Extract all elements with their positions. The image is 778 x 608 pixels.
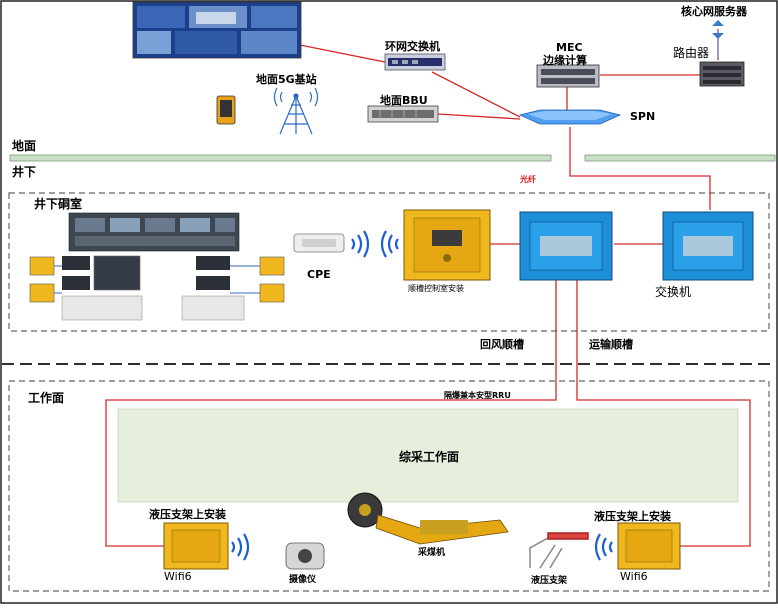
hydraulic-support-icon [529, 532, 589, 569]
blue-cabinet-right [662, 211, 754, 281]
base-station-label: 地面5G基站 [256, 73, 317, 86]
working-face-area [8, 380, 770, 592]
antenna-tower-icon [273, 87, 319, 135]
phone-terminal-icon [216, 95, 236, 125]
chamber-label: 井下硐室 [34, 197, 83, 211]
spn-label: SPN [630, 110, 656, 123]
rru-label: 隔爆兼本安型RRU [444, 391, 511, 400]
return-air-label: 回风顺槽 [480, 338, 524, 351]
switch-label: 交换机 [655, 285, 692, 299]
cpe-device-icon [293, 233, 345, 253]
hydraulic-label: 液压支架 [531, 576, 568, 586]
support-cabinet-right [617, 522, 681, 570]
shearer-icon [347, 492, 509, 545]
explosion-proof-cabinet-icon [403, 209, 491, 281]
monitor-screen-icon [132, 1, 302, 59]
working-face-label: 工作面 [28, 391, 65, 405]
blue-cabinet-left [519, 211, 613, 281]
support-install-right-label: 液压支架上安装 [594, 510, 671, 523]
router-label: 路由器 [673, 46, 710, 60]
underground-label: 井下 [12, 165, 37, 179]
camera-label: 摄像仪 [289, 575, 317, 585]
support-cabinet-left [163, 522, 229, 570]
camera-icon [285, 542, 325, 570]
fully-mech-label: 综采工作面 [399, 450, 460, 464]
spn-switch-icon [518, 109, 622, 125]
router-arrow-icon [712, 20, 724, 39]
trough-install-label: 顺槽控制室安装 [408, 284, 464, 293]
ground-bar-right [584, 154, 776, 162]
ground-bar-left [9, 154, 552, 162]
bbu-label: 地面BBU [380, 94, 428, 107]
wifi-right-label: Wifi6 [620, 570, 648, 583]
bbu-rack-icon [367, 105, 439, 123]
transport-label: 运输顺槽 [589, 338, 633, 351]
shearer-label: 采煤机 [418, 548, 446, 558]
ring-switch-icon [384, 53, 446, 71]
ground-label: 地面 [12, 139, 37, 153]
wifi-left-label: Wifi6 [164, 570, 192, 583]
mec-label-2: 边缘计算 [543, 54, 587, 67]
mec-label-1: MEC [556, 41, 583, 54]
control-room-panel-icon [29, 212, 285, 321]
core-server-icon [699, 61, 745, 87]
fiber-label: 光纤 [520, 175, 536, 184]
core-server-label: 核心网服务器 [681, 5, 747, 18]
wireless-signal-icon [231, 230, 613, 561]
chamber-area [8, 192, 770, 332]
mec-server-icon [536, 60, 600, 88]
fully-mech-area [117, 408, 739, 503]
cpe-label: CPE [307, 268, 331, 281]
support-install-left-label: 液压支架上安装 [149, 508, 226, 521]
ring-switch-label: 环网交换机 [385, 40, 440, 53]
